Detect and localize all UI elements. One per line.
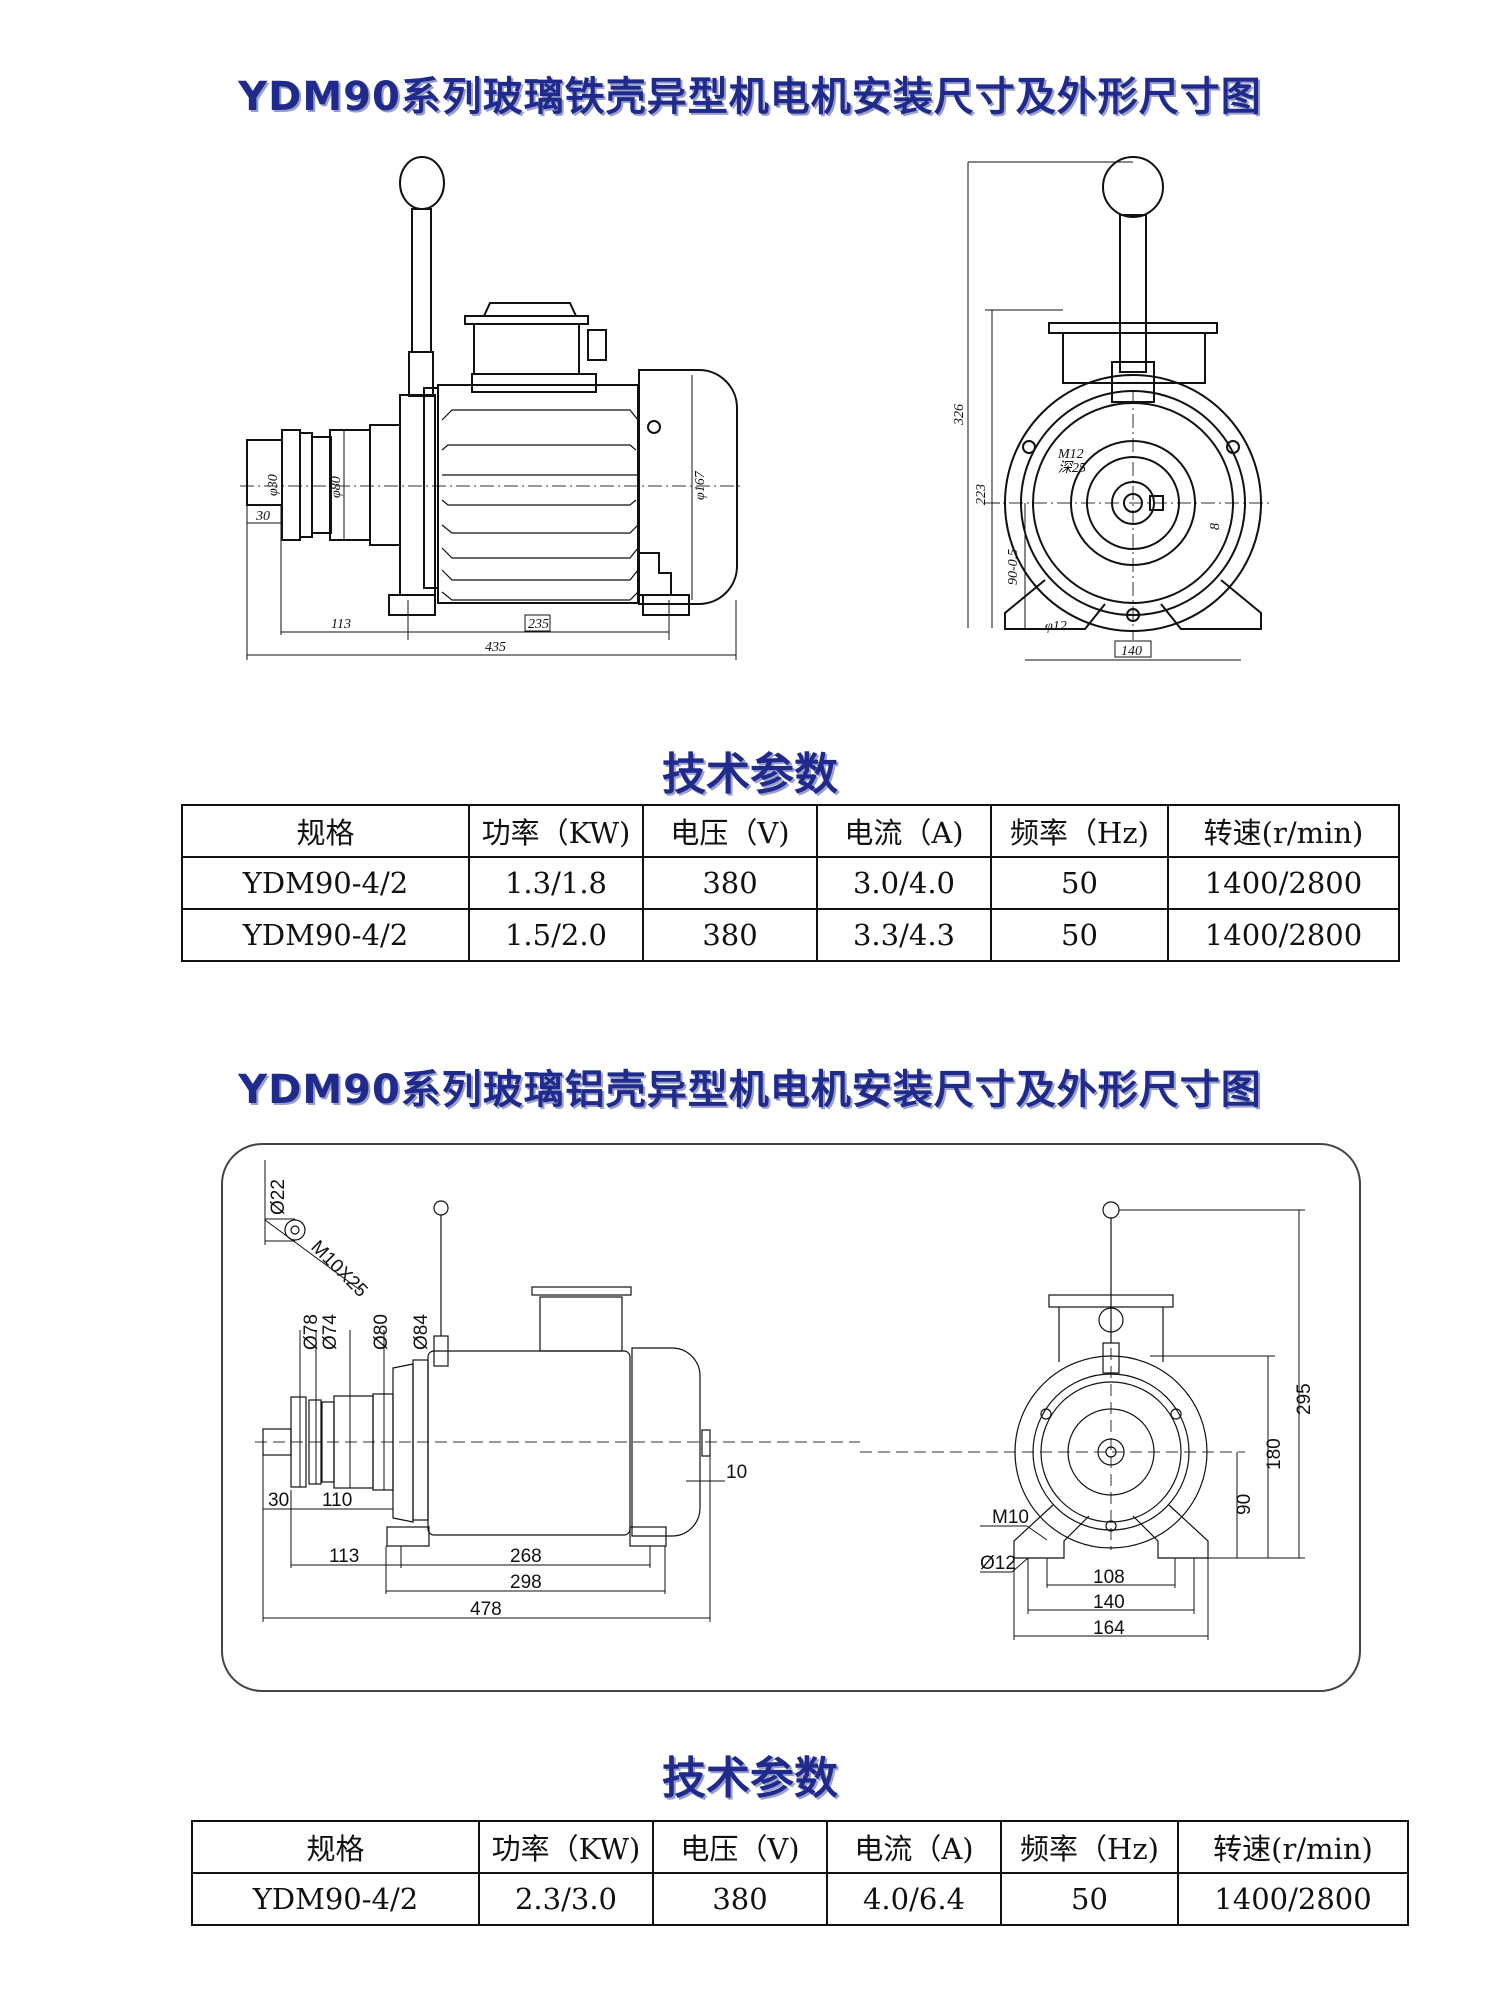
cell-power: 1.5/2.0 bbox=[468, 908, 644, 962]
dim-90: 90-0.5 bbox=[1006, 549, 1021, 585]
dim-140: 140 bbox=[1121, 644, 1142, 659]
dim-len30: 30 bbox=[255, 509, 270, 524]
cell-voltage: 380 bbox=[642, 856, 818, 910]
dim-dia22: Ø22 bbox=[268, 1179, 289, 1215]
dim-key8: 8 bbox=[1208, 523, 1223, 530]
table-row: YDM90-4/2 1.5/2.0 380 3.3/4.3 50 1400/28… bbox=[181, 908, 1400, 962]
cell-frequency: 50 bbox=[990, 908, 1169, 962]
header-model: 规格 bbox=[191, 1820, 480, 1874]
table-row: YDM90-4/2 1.3/1.8 380 3.0/4.0 50 1400/28… bbox=[181, 856, 1400, 910]
label-depth25: 深25 bbox=[1058, 460, 1086, 476]
dim-dia30: φ30 bbox=[266, 474, 281, 496]
cell-speed: 1400/2800 bbox=[1167, 908, 1400, 962]
dim-164: 164 bbox=[1093, 1618, 1125, 1639]
dim-478: 478 bbox=[470, 1599, 502, 1620]
dim-295: 295 bbox=[1294, 1383, 1315, 1415]
header-speed: 转速(r/min) bbox=[1167, 804, 1400, 858]
cell-current: 4.0/6.4 bbox=[826, 1872, 1002, 1926]
drawing-frame bbox=[221, 1143, 1361, 1692]
header-frequency: 频率（Hz) bbox=[990, 804, 1169, 858]
label-m12: M12 bbox=[1057, 447, 1084, 462]
dim-dia74: Ø74 bbox=[320, 1314, 341, 1350]
dim-268: 268 bbox=[510, 1546, 542, 1567]
side-view-1: φ30 30 φ80 φ167 113 235 435 bbox=[240, 156, 740, 660]
cell-speed: 1400/2800 bbox=[1167, 856, 1400, 910]
dim-dia78: Ø78 bbox=[301, 1314, 322, 1350]
cell-current: 3.3/4.3 bbox=[816, 908, 992, 962]
dim-hole12: φ12 bbox=[1045, 619, 1067, 634]
cell-power: 1.3/1.8 bbox=[468, 856, 644, 910]
params-heading-1: 技术参数 bbox=[662, 749, 838, 800]
spec-table-2: 规格 功率（KW) 电压（V) 电流（A) 频率（Hz) 转速(r/min) Y… bbox=[191, 1820, 1409, 1926]
dim-435: 435 bbox=[485, 640, 506, 655]
cell-current: 3.0/4.0 bbox=[816, 856, 992, 910]
dim-108: 108 bbox=[1093, 1567, 1125, 1588]
cell-speed: 1400/2800 bbox=[1177, 1872, 1409, 1926]
spec-table-1: 规格 功率（KW) 电压（V) 电流（A) 频率（Hz) 转速(r/min) Y… bbox=[181, 804, 1400, 962]
drawing-title-aluminum-shell: YDM90系列玻璃铝壳异型机电机安装尺寸及外形尺寸图 bbox=[238, 1067, 1262, 1113]
cell-voltage: 380 bbox=[642, 908, 818, 962]
end-view-2: 295 180 90 M10 Ø12 108 140 164 bbox=[860, 1201, 1315, 1640]
dim-223: 223 bbox=[974, 484, 989, 505]
dim-326: 326 bbox=[952, 404, 967, 426]
dim-180: 180 bbox=[1264, 1438, 1285, 1470]
dim-90: 90 bbox=[1234, 1494, 1255, 1515]
cell-model: YDM90-4/2 bbox=[181, 908, 470, 962]
dim-298: 298 bbox=[510, 1572, 542, 1593]
table-row: YDM90-4/2 2.3/3.0 380 4.0/6.4 50 1400/28… bbox=[191, 1872, 1409, 1926]
header-power: 功率（KW) bbox=[468, 804, 644, 858]
cell-power: 2.3/3.0 bbox=[478, 1872, 654, 1926]
cell-frequency: 50 bbox=[990, 856, 1169, 910]
header-model: 规格 bbox=[181, 804, 470, 858]
dim-hole12: Ø12 bbox=[980, 1553, 1016, 1574]
params-heading-2: 技术参数 bbox=[662, 1753, 838, 1804]
header-current: 电流（A) bbox=[816, 804, 992, 858]
dim-140: 140 bbox=[1093, 1592, 1125, 1613]
dim-dia80: Ø80 bbox=[371, 1314, 392, 1350]
header-voltage: 电压（V) bbox=[642, 804, 818, 858]
side-view-2: Ø22 M10X25 Ø78 Ø74 Ø80 bbox=[255, 1160, 860, 1622]
dim-dia80: φ80 bbox=[329, 476, 344, 498]
dim-dia84: Ø84 bbox=[411, 1314, 432, 1350]
end-view-1: 326 223 90-0.5 M12 深25 8 φ12 140 bbox=[952, 156, 1270, 661]
header-frequency: 频率（Hz) bbox=[1000, 1820, 1179, 1874]
table-header-row: 规格 功率（KW) 电压（V) 电流（A) 频率（Hz) 转速(r/min) bbox=[181, 804, 1400, 858]
dim-113: 113 bbox=[329, 1546, 359, 1567]
header-speed: 转速(r/min) bbox=[1177, 1820, 1409, 1874]
cell-model: YDM90-4/2 bbox=[191, 1872, 480, 1926]
label-m10: M10 bbox=[992, 1507, 1029, 1528]
dim-235: 235 bbox=[528, 617, 549, 632]
cell-frequency: 50 bbox=[1000, 1872, 1179, 1926]
table-header-row: 规格 功率（KW) 电压（V) 电流（A) 频率（Hz) 转速(r/min) bbox=[191, 1820, 1409, 1874]
dim-110: 110 bbox=[322, 1490, 352, 1511]
dim-dia167: φ167 bbox=[693, 470, 708, 500]
cell-voltage: 380 bbox=[652, 1872, 828, 1926]
header-voltage: 电压（V) bbox=[652, 1820, 828, 1874]
dim-10: 10 bbox=[726, 1462, 747, 1483]
dim-30: 30 bbox=[268, 1490, 289, 1511]
cell-model: YDM90-4/2 bbox=[181, 856, 470, 910]
header-current: 电流（A) bbox=[826, 1820, 1002, 1874]
drawing-title-iron-shell: YDM90系列玻璃铁壳异型机电机安装尺寸及外形尺寸图 bbox=[238, 74, 1262, 120]
label-m10x25: M10X25 bbox=[306, 1237, 371, 1302]
header-power: 功率（KW) bbox=[478, 1820, 654, 1874]
dim-113: 113 bbox=[331, 617, 351, 632]
